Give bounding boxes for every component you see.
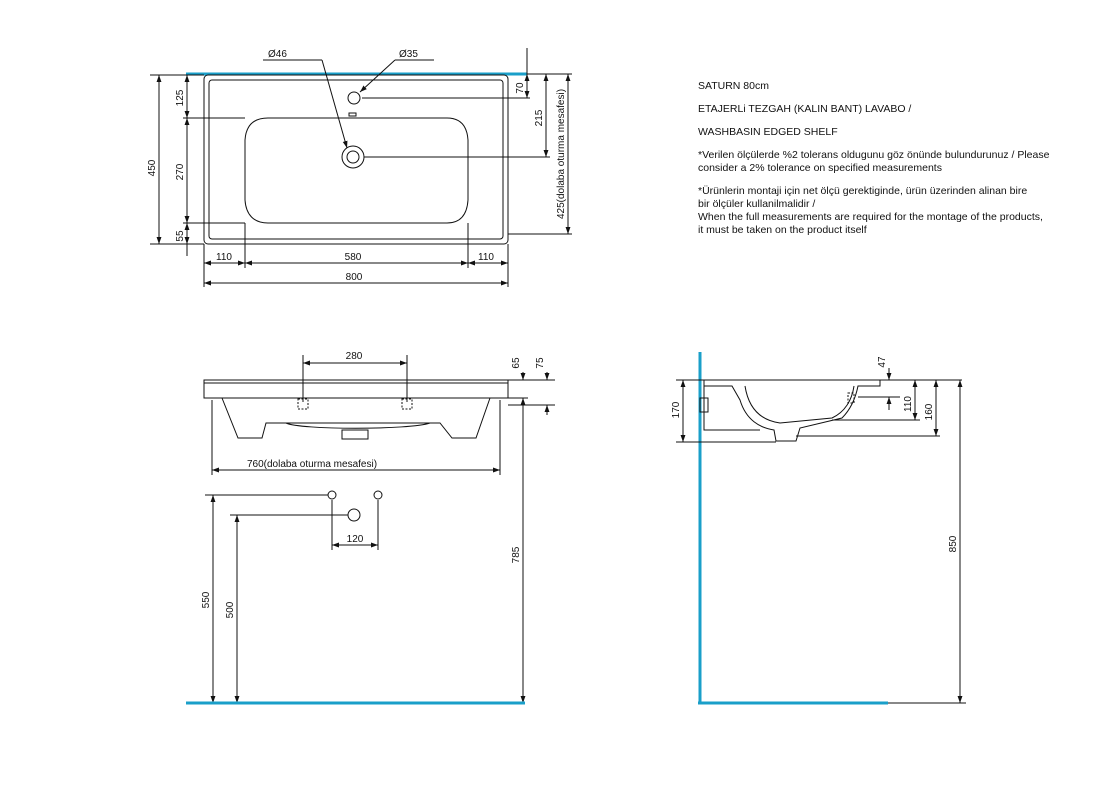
label-47: 47 (877, 356, 888, 368)
label-110-right: 110 (478, 252, 494, 263)
top-view-labels: Ø46 Ø35 450 125 270 55 70 215 425(dolaba… (147, 49, 567, 283)
label-120: 120 (347, 534, 364, 545)
front-bowl-curve (285, 422, 431, 429)
front-view (186, 355, 555, 705)
label-110-left: 110 (216, 252, 232, 263)
tap-hole (347, 91, 361, 105)
drain-outer (341, 145, 365, 169)
label-70: 70 (515, 82, 526, 94)
tolerance-note-line1: *Verilen ölçülerde %2 tolerans oldugunu … (698, 149, 1050, 161)
label-125: 125 (175, 89, 186, 106)
label-580: 580 (345, 252, 362, 263)
wall-hole-left (327, 490, 337, 500)
front-body (221, 397, 491, 439)
product-subtitle-en: WASHBASIN EDGED SHELF (698, 126, 838, 138)
drain-inner (346, 150, 360, 164)
montage-note-line2: bir ölçüler kullanilmalidir / (698, 198, 816, 210)
label-550: 550 (201, 591, 212, 608)
label-55: 55 (175, 230, 186, 242)
montage-note-line4: it must be taken on the product itself (698, 224, 867, 236)
side-back-panel (703, 386, 760, 431)
label-170: 170 (671, 401, 682, 418)
label-215: 215 (534, 109, 545, 126)
spec-notes: SATURN 80cm ETAJERLi TEZGAH (KALIN BANT)… (698, 80, 1098, 237)
label-dia35: Ø35 (399, 49, 418, 60)
basin-inner-rim (208, 79, 504, 240)
side-view-labels: 47 170 110 160 850 (671, 356, 959, 552)
label-450: 450 (147, 159, 158, 176)
product-title: SATURN 80cm (698, 80, 769, 92)
dia35-leader (359, 59, 396, 93)
label-270: 270 (175, 163, 186, 180)
montage-note-line1: *Ürünlerin montaji için net ölçü gerekti… (698, 185, 1028, 197)
label-785: 785 (511, 546, 522, 563)
label-850: 850 (948, 535, 959, 552)
label-500: 500 (225, 601, 236, 618)
label-760: 760(dolaba oturma mesafesi) (247, 459, 377, 470)
label-425: 425(dolaba oturma mesafesi) (556, 89, 567, 219)
label-110-side: 110 (903, 396, 914, 412)
side-view (676, 352, 966, 705)
side-overflow (847, 392, 855, 404)
wall-hole-right (373, 490, 383, 500)
label-160: 160 (924, 403, 935, 420)
side-bracket (699, 397, 709, 413)
overflow-slot (348, 112, 357, 117)
label-65: 65 (511, 357, 522, 369)
wall-drain-hole (347, 508, 361, 522)
front-drain (341, 429, 369, 440)
label-800: 800 (346, 272, 363, 283)
montage-note-line3: When the full measurements are required … (698, 211, 1043, 223)
product-subtitle-tr: ETAJERLi TEZGAH (KALIN BANT) LAVABO / (698, 103, 912, 115)
label-75: 75 (535, 357, 546, 369)
label-dia46: Ø46 (268, 49, 287, 60)
tolerance-note-line2: consider a 2% tolerance on specified mea… (698, 162, 942, 174)
bowl-outline (244, 117, 469, 224)
dia46-leader (321, 59, 348, 149)
front-view-labels: 280 65 75 760(dolaba oturma mesafesi) 12… (201, 351, 546, 618)
basin-outline (203, 74, 509, 245)
top-view (150, 48, 572, 287)
side-bowl-curve (744, 385, 855, 424)
label-280: 280 (346, 351, 363, 362)
side-profile-outer (703, 379, 881, 442)
